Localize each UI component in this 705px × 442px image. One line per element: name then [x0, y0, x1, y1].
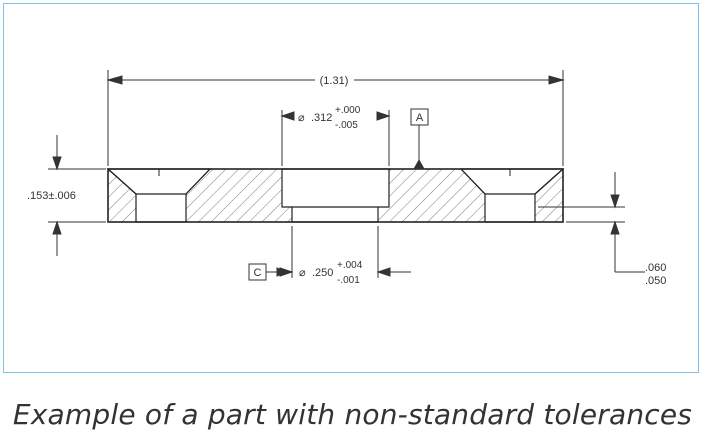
- part-section: [106, 168, 565, 223]
- datum-c-label: C: [254, 267, 262, 279]
- thickness-dimension: [48, 135, 106, 256]
- engineering-drawing: (1.31) ⌀ .312 +.000 -.005 A .153±.006: [27, 70, 666, 287]
- bore-diameter-lower-tol: -.005: [335, 120, 358, 131]
- drawing-frame: [3, 3, 699, 373]
- figure-caption: Example of a part with non-standard tole…: [12, 398, 693, 431]
- datum-a-label: A: [416, 112, 424, 124]
- bore-diameter-upper-tol: +.000: [335, 105, 361, 116]
- counterbore-depth-min: .050: [645, 275, 666, 287]
- through-diameter-lower-tol: -.001: [337, 275, 360, 286]
- overall-length-dimension: [106, 70, 565, 166]
- datum-a-feature: [410, 108, 429, 170]
- counterbore-depth-dimension: [538, 172, 645, 273]
- overall-length-label: (1.31): [320, 75, 349, 87]
- bore-diameter-value: .312: [311, 112, 332, 124]
- part-outline: [107, 168, 564, 223]
- bore-diameter-dimension: [280, 110, 391, 166]
- counterbore-depth-max: .060: [645, 262, 666, 274]
- through-diameter-value: .250: [312, 267, 333, 279]
- through-diameter-symbol: ⌀: [299, 267, 306, 279]
- thickness-label: .153±.006: [27, 190, 76, 202]
- bore-diameter-symbol: ⌀: [298, 112, 305, 124]
- through-diameter-upper-tol: +.004: [337, 260, 363, 271]
- datum-c-feature: [248, 263, 288, 281]
- center-counterbore: [281, 168, 390, 223]
